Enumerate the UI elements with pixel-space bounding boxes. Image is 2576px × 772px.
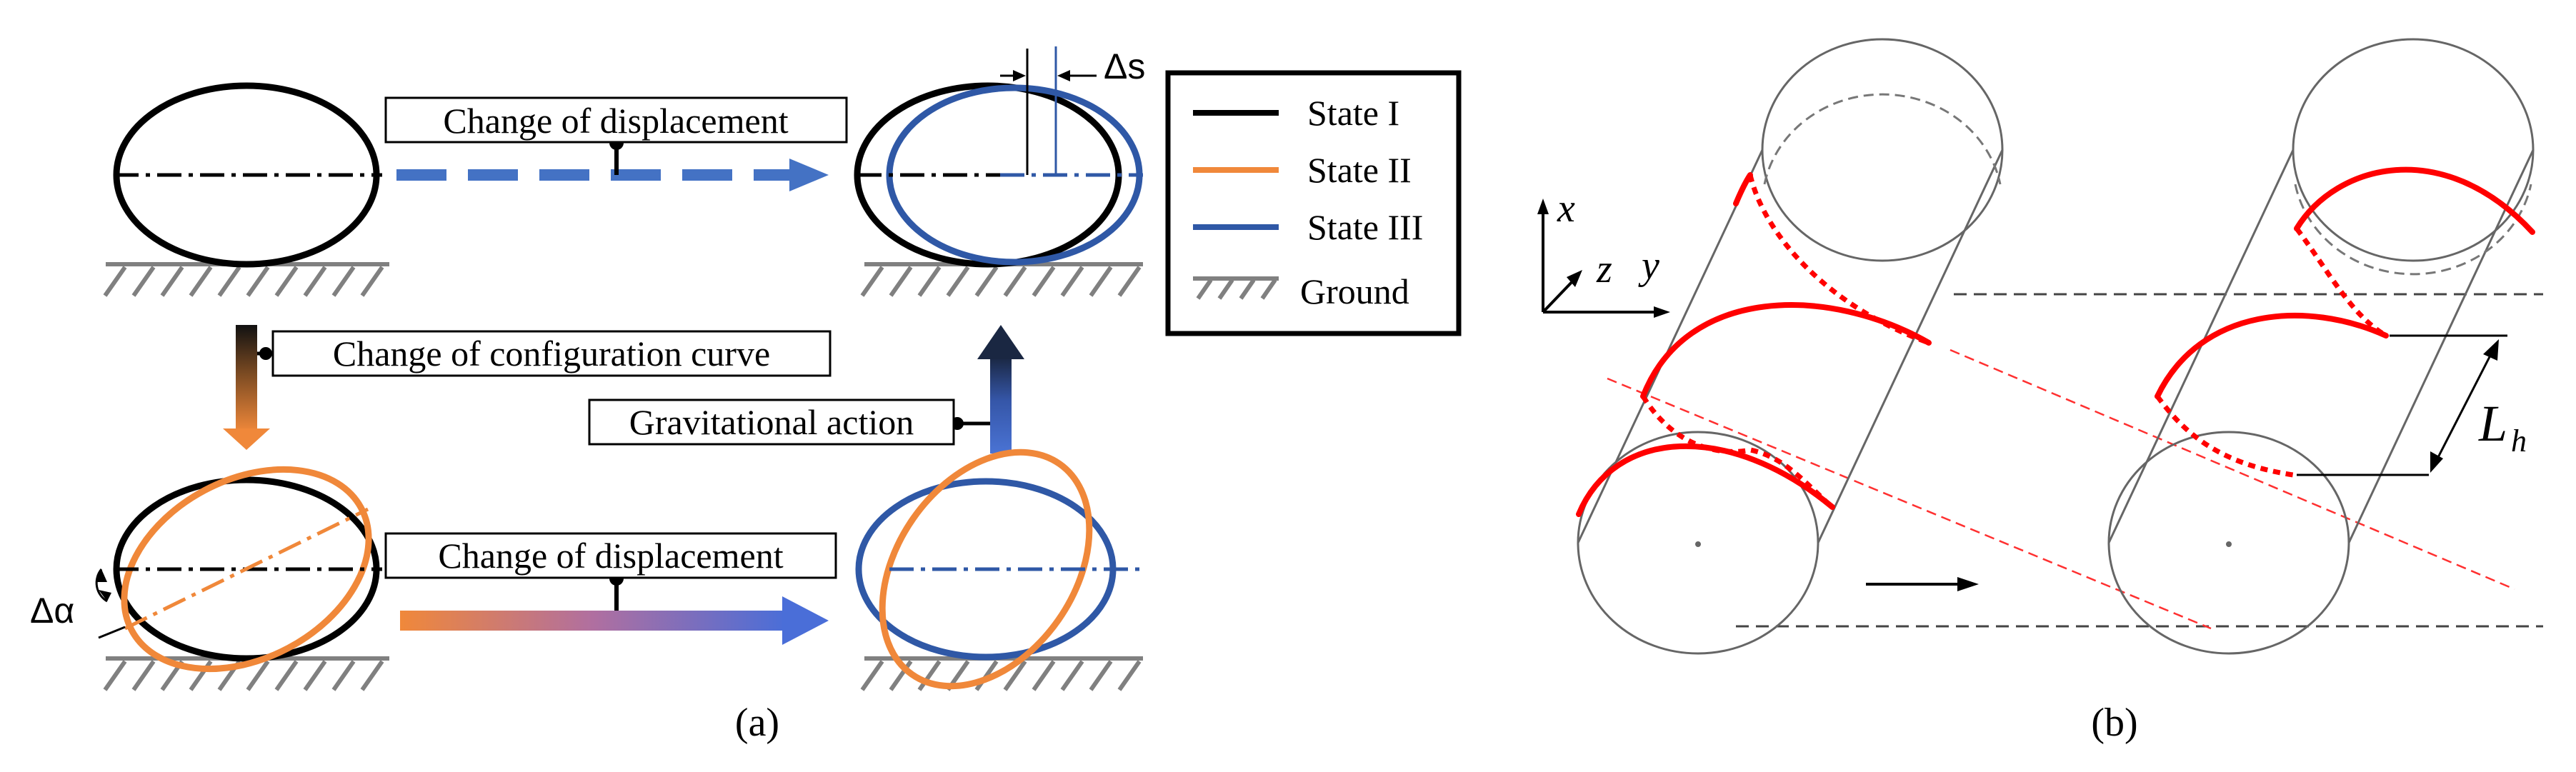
panel-a: Change of displacement Δs [30, 46, 1462, 745]
legend-label-ground: Ground [1300, 271, 1409, 311]
legend: State I State II State III Ground [1165, 70, 1462, 336]
label-displacement-top: Change of displacement [443, 101, 788, 141]
arrow-displacement-top [396, 136, 829, 191]
motion-arrow [1866, 577, 1979, 591]
ground-top-left [103, 262, 389, 297]
caption-b: (b) [2091, 701, 2137, 745]
motion-trace-lines [1607, 349, 2515, 630]
cylinder-right-back-dash [2294, 184, 2532, 276]
ellipse-group-top-right [854, 46, 1143, 268]
arrow-gravitational-up [951, 325, 1024, 453]
contact-curves-left-dashed [1641, 174, 1930, 509]
contact-curves-right [2155, 166, 2535, 399]
arrow-configuration-down [223, 325, 272, 450]
label-gravitational-action: Gravitational action [629, 402, 914, 442]
axis-x-label: x [1557, 186, 1575, 231]
axis-y-label: y [1638, 244, 1659, 288]
legend-item-state-two: State II [1193, 150, 1412, 190]
label-box-gravitational: Gravitational action [588, 398, 955, 446]
axis-z-label: z [1596, 247, 1612, 291]
legend-label-state-three: State III [1307, 207, 1423, 247]
ground-bottom-left [103, 656, 389, 691]
caption-a: (a) [735, 701, 779, 745]
legend-label-state-one: State I [1307, 93, 1399, 133]
cylinder-left [1577, 38, 2004, 655]
legend-item-state-one: State I [1193, 93, 1399, 133]
delta-s-label: Δs [1104, 46, 1145, 86]
length-subscript: h [2511, 423, 2527, 458]
label-configuration-curve: Change of configuration curve [333, 334, 770, 374]
label-box-displacement-top: Change of displacement [384, 96, 848, 144]
cylinder-right [2107, 38, 2535, 655]
label-displacement-bottom: Change of displacement [438, 536, 783, 576]
ellipse-group-bottom-left [95, 466, 382, 673]
contact-curves-left [1576, 172, 1932, 517]
length-dimension [2297, 334, 2507, 476]
cylinder-left-back-dash [1763, 93, 2002, 185]
delta-alpha-label: Δα [30, 591, 74, 631]
ground-lines [1736, 293, 2543, 628]
axes-indicator [1537, 199, 1670, 318]
arrow-displacement-bottom [400, 571, 829, 645]
legend-item-state-three: State III [1193, 207, 1423, 247]
legend-label-state-two: State II [1307, 150, 1412, 190]
legend-item-ground: Ground [1193, 271, 1409, 311]
panel-b: x z y [1537, 38, 2543, 745]
ellipse-group-bottom-right [855, 448, 1143, 690]
length-label: L [2478, 395, 2507, 452]
label-box-displacement-bottom: Change of displacement [384, 532, 837, 579]
label-box-configuration: Change of configuration curve [271, 330, 832, 377]
ground-top-right [860, 262, 1143, 297]
contact-curves-right-dashed [2155, 226, 2387, 478]
ellipse-state-one-top-left [113, 82, 382, 268]
